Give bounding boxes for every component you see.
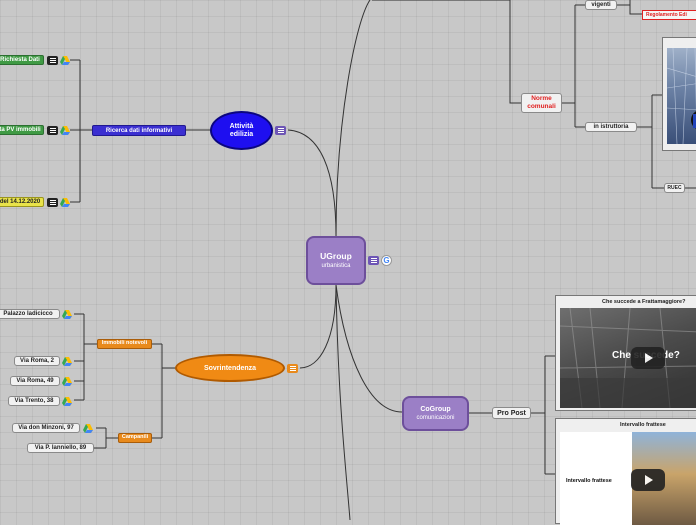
root-title: UGroup [320, 250, 352, 261]
root-subtitle: urbanistica [321, 263, 351, 270]
ricerca-dati-node[interactable]: Ricerca dati informativi [92, 125, 186, 136]
map-graphic [667, 48, 696, 144]
note-icon[interactable] [287, 364, 298, 373]
vigenti-node[interactable]: vigenti [585, 0, 617, 10]
via-ianniello-node[interactable]: Via P. Ianniello, 89 [27, 443, 94, 453]
video1-thumbnail[interactable]: Che succede? [560, 308, 696, 408]
note-icon[interactable] [47, 198, 58, 207]
norme-line1: Norme [531, 95, 552, 102]
google-drive-icon[interactable] [62, 357, 72, 366]
google-drive-icon[interactable] [83, 424, 93, 433]
pv-immobili-node[interactable]: ta PV immobili [0, 125, 44, 135]
in-istruttoria-node[interactable]: in istruttoria [585, 122, 637, 132]
norme-comunali-node[interactable]: Norme comunali [521, 93, 562, 113]
google-drive-icon[interactable] [60, 56, 70, 65]
delibera-node[interactable]: del 14.12.2020 [0, 197, 44, 207]
palazzo-iadicicco-node[interactable]: Palazzo Iadicicco [0, 309, 60, 319]
cogroup-subtitle: comunicazioni [416, 415, 455, 421]
video1-title: Che succede a Frattamaggiore? [602, 299, 686, 305]
video-card-1[interactable]: Che succede a Frattamaggiore? Che succed… [555, 295, 696, 411]
google-drive-icon[interactable] [60, 126, 70, 135]
google-drive-icon[interactable] [62, 397, 72, 406]
sovrintendenza-node[interactable]: Sovrintendenza [175, 354, 285, 382]
via-trento-38-node[interactable]: Via Trento, 38 [8, 396, 60, 406]
cogroup-title: CoGroup [420, 406, 451, 413]
immobili-notevoli-node[interactable]: Immobili notevoli [97, 339, 152, 349]
attivita-edilizia-node[interactable]: Attività edilizia [210, 111, 273, 150]
google-drive-icon[interactable] [62, 377, 72, 386]
via-roma-2-node[interactable]: Via Roma, 2 [14, 356, 60, 366]
via-roma-49-node[interactable]: Via Roma, 49 [10, 376, 60, 386]
regolamento-edilizio-node[interactable]: Regolamento Edi [642, 10, 696, 20]
cogroup-node[interactable]: CoGroup comunicazioni [402, 396, 469, 431]
richiesta-dati-node[interactable]: Richiesta Dati [0, 55, 44, 65]
note-icon[interactable] [275, 126, 286, 135]
ruec-node[interactable]: RUEC [664, 183, 685, 193]
google-icon[interactable]: G [381, 255, 392, 266]
play-icon[interactable] [631, 347, 665, 369]
campanili-node[interactable]: Campanili [118, 433, 152, 443]
pro-post-node[interactable]: Pro Post [492, 407, 531, 419]
video-card-2[interactable]: Intervallo frattese Intervallo frattese [555, 418, 696, 525]
video2-overlay-text: Intervallo frattese [566, 478, 612, 484]
norme-line2: comunali [527, 102, 556, 110]
play-icon[interactable] [631, 469, 665, 491]
video1-scene [560, 308, 696, 408]
attivita-line2: edilizia [229, 131, 254, 138]
via-don-minzoni-node[interactable]: Via don Minzoni, 97 [12, 423, 80, 433]
note-icon[interactable] [47, 56, 58, 65]
video2-thumbnail[interactable]: Intervallo frattese [560, 432, 696, 525]
google-drive-icon[interactable] [60, 198, 70, 207]
google-drive-icon[interactable] [62, 310, 72, 319]
image-card[interactable] [662, 37, 696, 151]
root-node[interactable]: UGroup urbanistica [306, 236, 366, 285]
note-icon[interactable] [368, 256, 379, 265]
note-icon[interactable] [47, 126, 58, 135]
attivita-line1: Attività [229, 123, 254, 130]
city-map-image [667, 48, 696, 144]
video2-title: Intervallo frattese [620, 422, 666, 428]
